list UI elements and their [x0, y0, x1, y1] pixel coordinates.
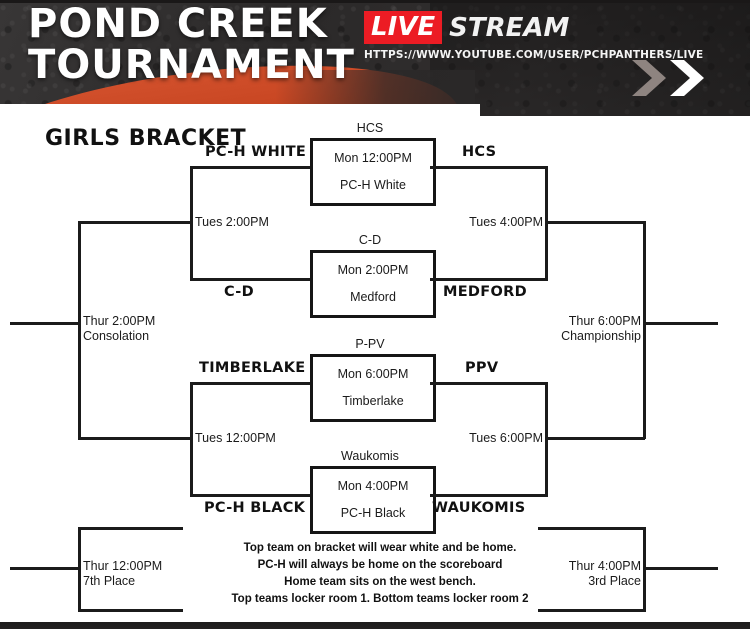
note-line-2: PC-H will always be home on the scoreboa…: [257, 559, 503, 571]
game-box-4[interactable]: Mon 4:00PM PC-H Black: [310, 466, 436, 534]
line-top-to-championship: [545, 221, 645, 224]
line-bot-upper-seed: [190, 382, 310, 385]
live-stream-block[interactable]: LIVE STREAM HTTPS://WWW.YOUTUBE.COM/USER…: [364, 11, 703, 61]
seed-medford: MEDFORD: [443, 284, 527, 300]
seed-waukomis: WAUKOMIS: [432, 500, 526, 516]
slot-consolation-time: Thur 2:00PM: [83, 314, 156, 328]
line-7th-top: [78, 527, 183, 530]
footer-strip: [0, 616, 750, 629]
header-top-rule: [0, 0, 750, 3]
line-3rd-bottom: [538, 609, 643, 612]
line-championship-out: [643, 322, 718, 325]
line-consolation-out: [10, 322, 80, 325]
slot-semi-bot-right: Tues 6:00PM: [469, 431, 543, 445]
game-2-time: Mon 2:00PM: [337, 263, 409, 277]
line-3rd-top: [538, 527, 643, 530]
line-7th-bottom: [78, 609, 183, 612]
line-bot-to-championship: [545, 437, 645, 440]
seed-c-d: C-D: [224, 284, 254, 300]
seed-timberlake: TIMBERLAKE: [199, 360, 306, 376]
line-bot-lower-seed: [190, 494, 310, 497]
game-3-time: Mon 6:00PM: [337, 367, 409, 381]
line-top-right-lower: [430, 278, 548, 281]
slot-consolation-label: Consolation: [83, 329, 150, 343]
seed-pc-h-black: PC-H BLACK: [204, 500, 306, 516]
live-badge: LIVE: [364, 11, 443, 44]
line-bot-right-upper: [430, 382, 548, 385]
live-stream-logo: LIVE STREAM: [364, 11, 703, 44]
line-top-left-feed: [78, 221, 192, 224]
game-3-team: Timberlake: [342, 394, 404, 408]
bracket-title: GIRLS BRACKET: [45, 126, 247, 151]
header-banner: POND CREEK TOURNAMENT LIVE STREAM HTTPS:…: [0, 0, 750, 116]
game-3-caption: P-PV: [355, 337, 385, 351]
header-right-panel: [430, 0, 750, 116]
slot-semi-top-left: Tues 2:00PM: [195, 215, 269, 229]
game-box-3[interactable]: Mon 6:00PM Timberlake: [310, 354, 436, 422]
game-4-team: PC-H Black: [340, 506, 406, 520]
swoosh-bottom-mask: [0, 104, 480, 116]
note-line-1: Top team on bracket will wear white and …: [243, 542, 517, 554]
note-line-4: Top teams locker room 1. Bottom teams lo…: [231, 593, 529, 605]
note-line-3: Home team sits on the west bench.: [284, 576, 476, 588]
seed-ppv: PPV: [465, 360, 499, 376]
slot-championship-label: Championship: [561, 329, 641, 343]
bracket-notes: Top team on bracket will wear white and …: [195, 540, 565, 608]
bracket-canvas: GIRLS BRACKET PC-H WHITE C-D Tues 2:00PM…: [0, 116, 750, 616]
game-1-time: Mon 12:00PM: [334, 151, 412, 165]
game-4-caption: Waukomis: [341, 449, 399, 463]
line-7th-out: [10, 567, 80, 570]
slot-championship-time: Thur 6:00PM: [568, 314, 641, 328]
seed-pc-h-white: PC-H WHITE: [205, 144, 307, 160]
game-1-team: PC-H White: [340, 178, 406, 192]
line-bot-right-lower: [430, 494, 548, 497]
game-1-caption: HCS: [356, 121, 384, 135]
game-4-time: Mon 4:00PM: [337, 479, 409, 493]
seed-hcs: HCS: [462, 144, 497, 160]
line-top-lower-seed: [190, 278, 310, 281]
slot-7th-label: 7th Place: [83, 574, 136, 588]
line-consolation-spine: [78, 221, 81, 439]
line-bot-left-feed: [78, 437, 192, 440]
slot-3rd-label: 3rd Place: [588, 574, 641, 588]
event-title-line2: TOURNAMENT: [28, 42, 355, 88]
event-title-line1: POND CREEK: [28, 1, 328, 47]
game-box-2[interactable]: Mon 2:00PM Medford: [310, 250, 436, 318]
slot-semi-top-right: Tues 4:00PM: [469, 215, 543, 229]
line-top-right-upper: [430, 166, 548, 169]
game-2-team: Medford: [350, 290, 396, 304]
line-top-upper-seed: [190, 166, 310, 169]
slot-semi-bot-left: Tues 12:00PM: [195, 431, 276, 445]
game-box-1[interactable]: Mon 12:00PM PC-H White: [310, 138, 436, 206]
line-3rd-out: [643, 567, 718, 570]
line-championship-spine: [643, 221, 646, 439]
slot-7th-time: Thur 12:00PM: [83, 559, 163, 573]
event-title: POND CREEK TOURNAMENT: [28, 4, 355, 86]
game-2-caption: C-D: [358, 233, 382, 247]
stream-label: STREAM: [449, 12, 570, 43]
live-stream-url[interactable]: HTTPS://WWW.YOUTUBE.COM/USER/PCHPANTHERS…: [364, 49, 704, 61]
slot-3rd-time: Thur 4:00PM: [568, 559, 641, 573]
